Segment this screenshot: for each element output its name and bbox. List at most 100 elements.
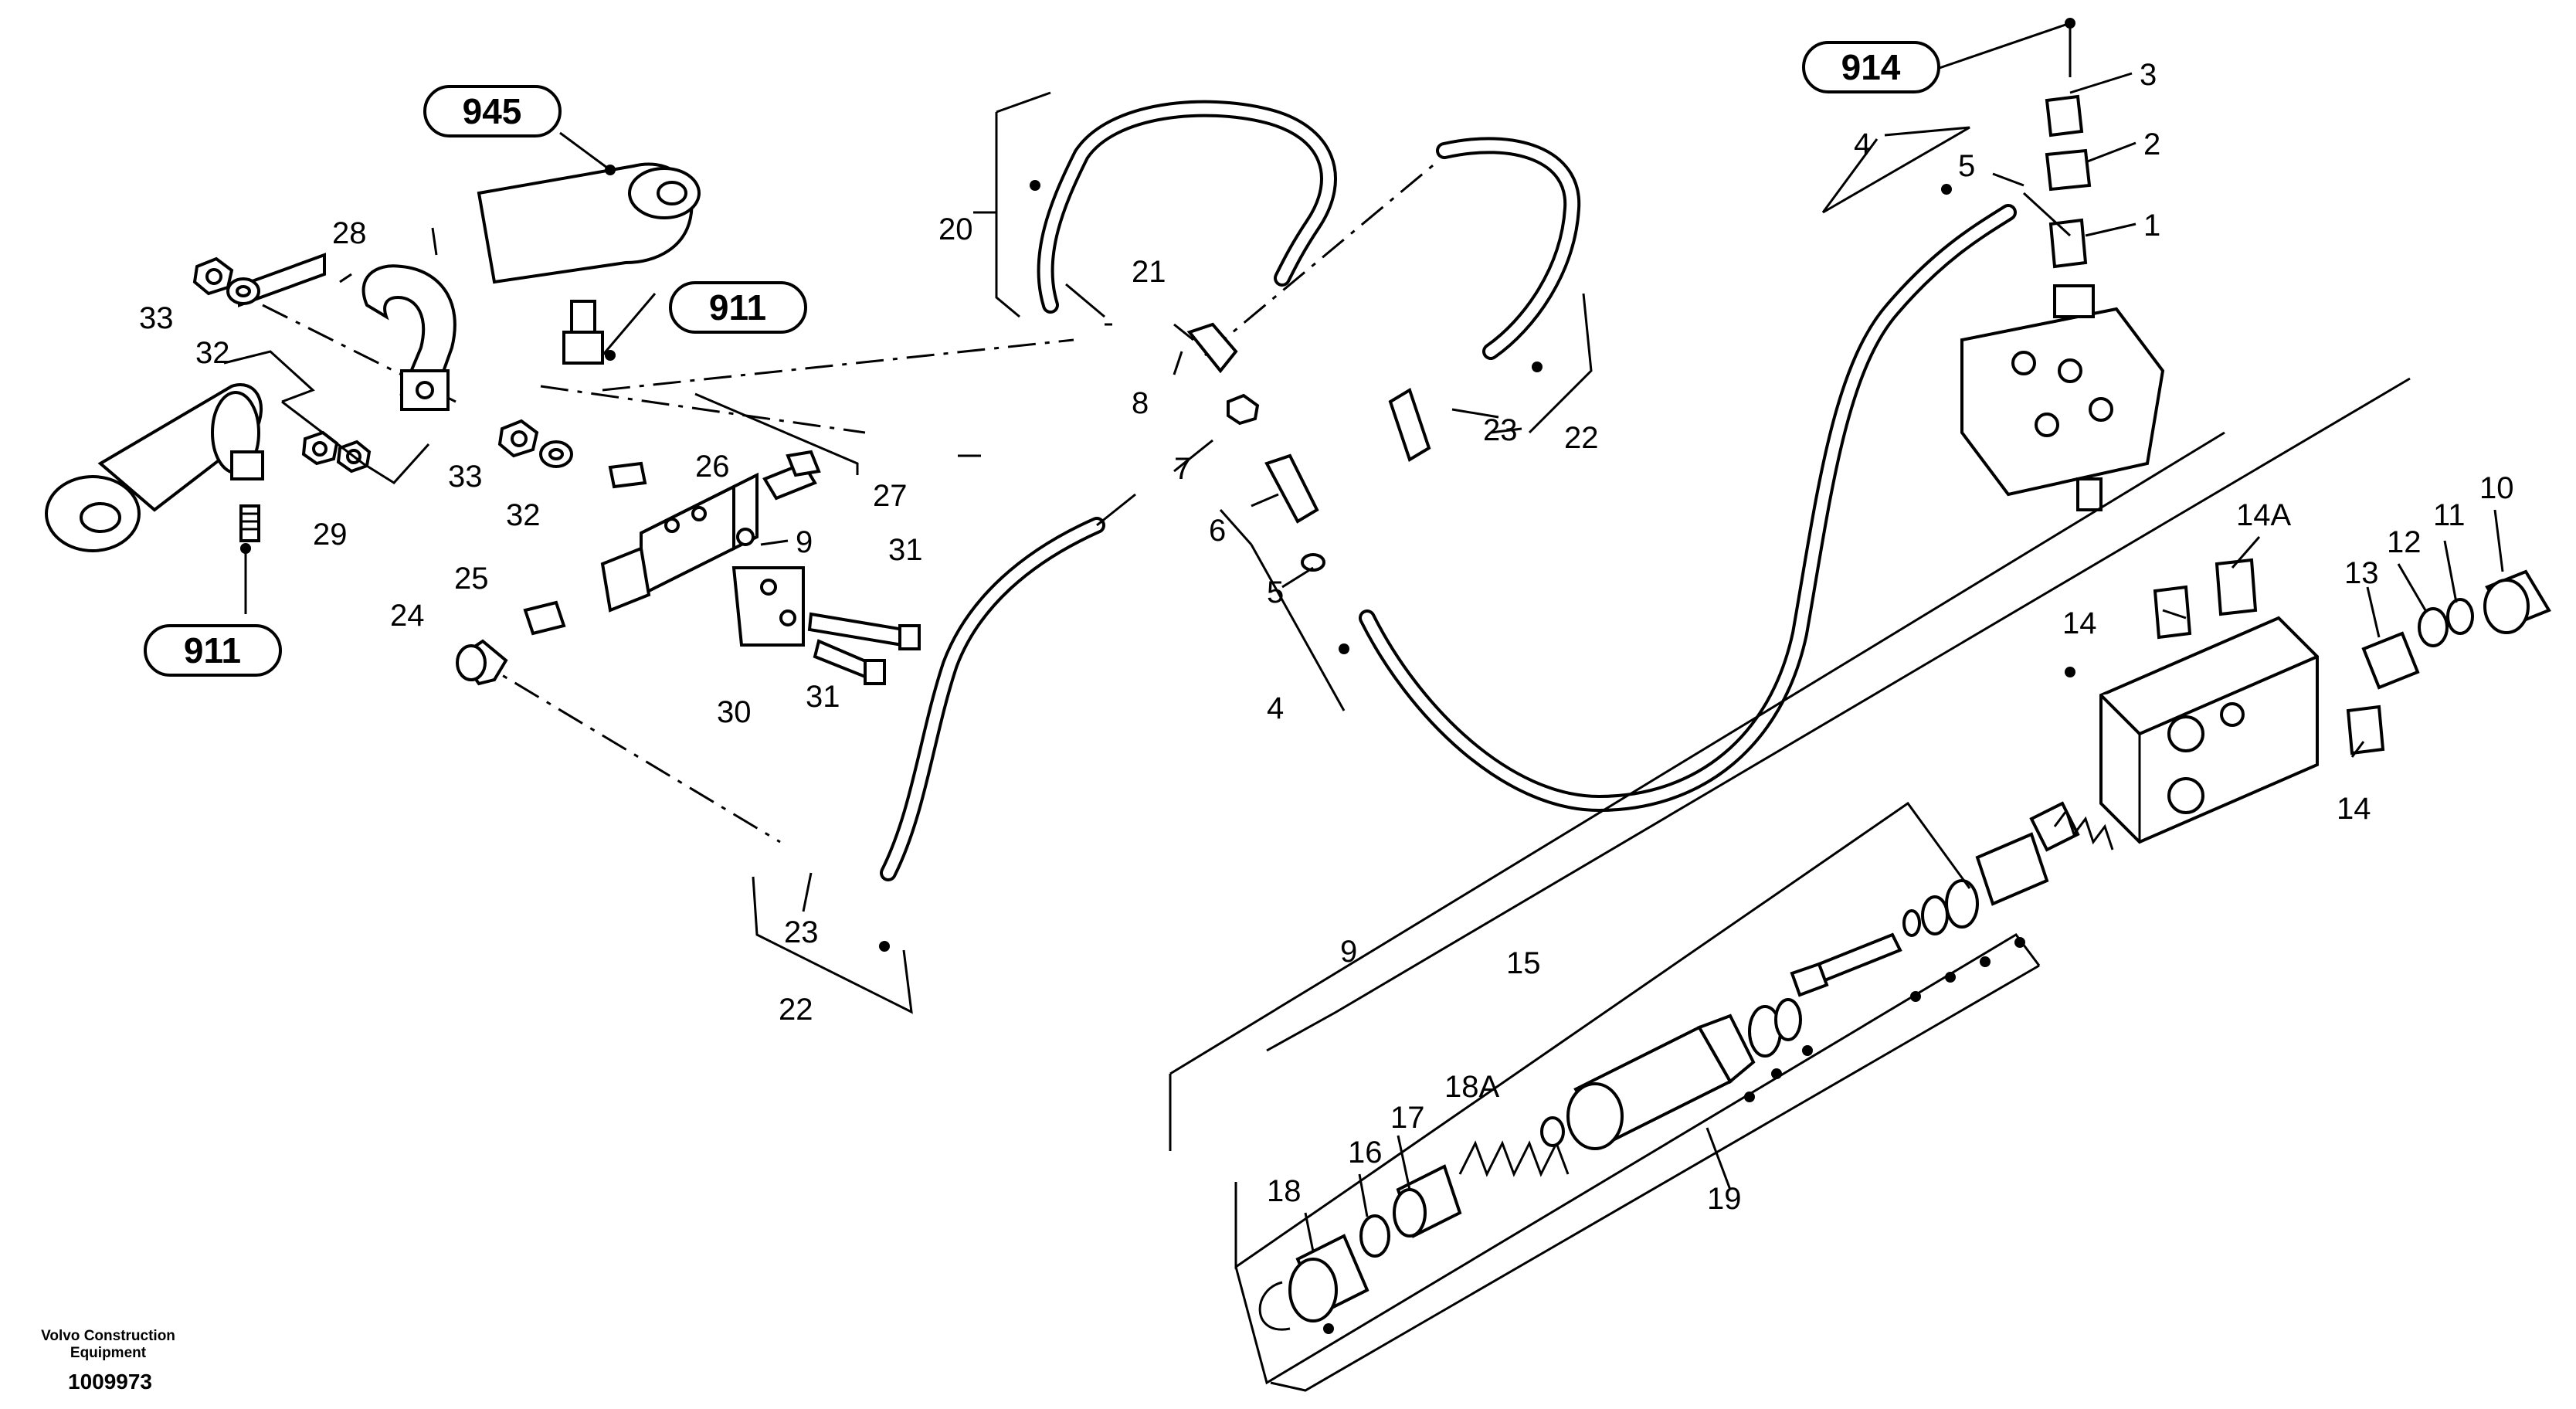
nut-7 (1227, 393, 1260, 426)
callout-15: 15 (1506, 946, 1541, 980)
part-dots (240, 18, 2075, 1334)
bolts-31 (807, 612, 921, 685)
callout-12: 12 (2387, 525, 2422, 559)
callout-22-bottom: 22 (779, 993, 813, 1027)
hose-4 (1359, 204, 2017, 813)
callout-17: 17 (1390, 1101, 1425, 1135)
callout-14-left: 14 (2062, 606, 2097, 640)
washer-32-lower (539, 440, 573, 468)
plug-14-right (2346, 704, 2385, 755)
bracket-30 (731, 566, 805, 647)
brand-line-1: Volvo Construction (41, 1328, 175, 1344)
callout-7: 7 (1174, 452, 1191, 486)
callout-28: 28 (332, 216, 367, 250)
nuts-29 (301, 430, 372, 474)
hose-22-upper (1436, 137, 1581, 360)
snap-ring (1258, 1281, 1291, 1331)
callout-13: 13 (2344, 556, 2379, 590)
ref-box-914: 914 (1802, 41, 1940, 93)
callout-11: 11 (2433, 498, 2466, 532)
brand-line-2: Equipment (70, 1345, 147, 1361)
callout-18a: 18A (1444, 1070, 1499, 1104)
fitting-1 (2048, 218, 2088, 269)
callout-25: 25 (454, 562, 489, 596)
rings-15 (1748, 998, 1802, 1058)
spring-and-seat (1902, 801, 2114, 937)
nut-33-upper (192, 256, 234, 296)
valve-body (2099, 616, 2319, 844)
ref-945-label: 945 (463, 91, 522, 131)
plug-14-left (2153, 585, 2192, 640)
plug-10 (2483, 569, 2551, 634)
callout-23-bottom: 23 (784, 915, 819, 949)
callout-4-mid: 4 (1267, 691, 1284, 725)
callout-31-lower: 31 (806, 680, 840, 714)
ref-911-bottom-label: 911 (184, 630, 241, 671)
leader-lines (223, 22, 2504, 1392)
callout-26: 26 (695, 450, 730, 484)
callout-14a: 14A (2236, 498, 2291, 532)
callout-27: 27 (873, 479, 908, 513)
callout-22-right: 22 (1564, 421, 1599, 455)
callout-20: 20 (938, 212, 973, 246)
fitting-911-bottom (239, 504, 260, 542)
callout-21: 21 (1132, 255, 1166, 289)
fitting-25 (523, 600, 566, 636)
fitting-23-right (1388, 388, 1431, 462)
callout-5-top: 5 (1958, 149, 1975, 183)
cap-18 (1288, 1234, 1369, 1322)
cartridge-15 (1566, 1013, 1756, 1150)
control-valve (1960, 284, 2165, 511)
callout-19: 19 (1707, 1182, 1742, 1216)
ring-12 (2418, 607, 2449, 647)
callout-30: 30 (717, 695, 752, 729)
callout-4-top: 4 (1854, 127, 1871, 161)
callout-2: 2 (2143, 127, 2160, 161)
callout-32-lower: 32 (506, 498, 541, 532)
callout-9-bottom: 9 (1340, 935, 1357, 969)
plug-14a (2215, 558, 2258, 616)
callout-1: 1 (2143, 209, 2160, 243)
ref-box-911-top: 911 (669, 281, 807, 334)
o-ring-5-mid (1301, 553, 1325, 572)
callout-3: 3 (2140, 58, 2157, 92)
fitting-911-top (562, 300, 604, 365)
cartridge-13 (2361, 631, 2420, 690)
callout-16: 16 (1348, 1136, 1383, 1170)
callout-23-right: 23 (1483, 413, 1518, 447)
callout-18: 18 (1267, 1174, 1302, 1208)
pilot-needle (1790, 932, 1902, 997)
nut-33-lower (497, 419, 539, 458)
sleeve-17 (1393, 1164, 1462, 1238)
hydraulic-cylinder (45, 162, 701, 552)
ring-11 (2446, 598, 2474, 635)
callout-10: 10 (2479, 471, 2514, 505)
callout-24: 24 (390, 599, 425, 633)
fitting-8 (1186, 322, 1238, 374)
callout-labels: 1 2 3 4 4 5 5 6 7 8 9 9 10 11 12 13 14A … (139, 58, 2514, 1216)
callout-31-upper: 31 (888, 533, 923, 567)
drawing-number: 1009973 (68, 1370, 153, 1394)
hose-22-lower (880, 517, 1105, 881)
clamp-28 (361, 264, 456, 411)
callout-5-mid: 5 (1267, 575, 1284, 609)
tee-fitting-2 (2045, 148, 2092, 192)
hose-20 (1037, 100, 1337, 314)
ref-914-label: 914 (1841, 47, 1901, 87)
brand-label: Volvo Construction Equipment (31, 1328, 185, 1362)
valve-block-9 (600, 472, 759, 613)
callout-29: 29 (313, 518, 348, 552)
callout-33-upper: 33 (139, 301, 174, 335)
fitting-27 (762, 450, 821, 501)
ref-box-945: 945 (423, 85, 562, 138)
fitting-26 (608, 461, 647, 489)
washer-32-upper (226, 277, 260, 305)
elbow-24 (456, 639, 508, 686)
fitting-3 (2045, 94, 2084, 138)
fitting-6 (1264, 453, 1319, 524)
callout-8: 8 (1132, 386, 1149, 420)
callout-6: 6 (1209, 514, 1226, 548)
callout-32-upper: 32 (195, 336, 230, 370)
ring-16 (1359, 1214, 1390, 1258)
